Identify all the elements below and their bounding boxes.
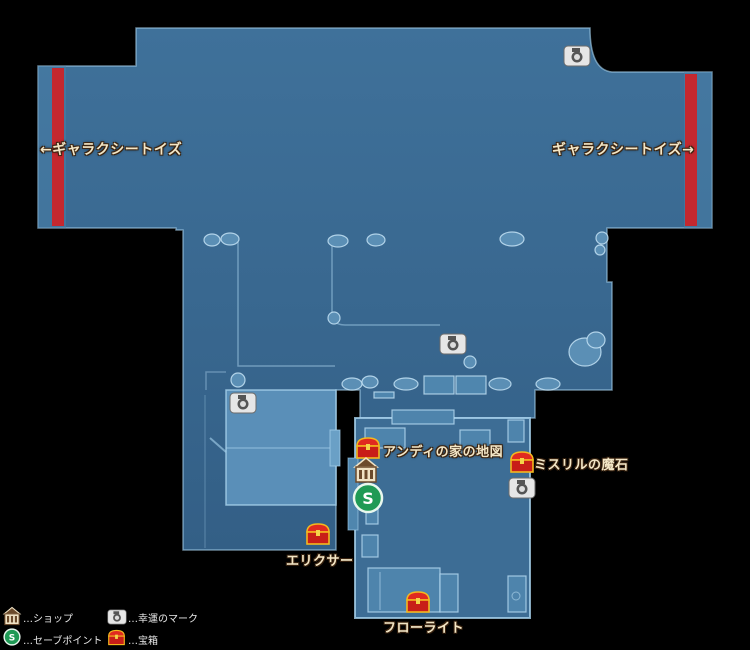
- elixir-label: エリクサー: [286, 554, 354, 569]
- save-point-icon: S: [3, 628, 21, 646]
- camera-icon[interactable]: [229, 392, 257, 414]
- camera-icon[interactable]: [508, 477, 536, 499]
- shop-icon[interactable]: [352, 456, 380, 484]
- treasure-chest-icon[interactable]: [509, 450, 535, 474]
- main-hall-floor: [37, 27, 713, 551]
- legend-shop: …ショップ: [23, 614, 73, 625]
- shrubbery: [203, 231, 609, 391]
- shop-icon: [2, 606, 22, 626]
- legend-save-point: …セーブポイント: [23, 636, 103, 647]
- treasure-chest-icon[interactable]: [405, 590, 431, 614]
- legend-chest: …宝箱: [128, 636, 158, 647]
- save-point-letter: S: [362, 489, 374, 508]
- flowlight-label: フローライト: [383, 621, 465, 636]
- treasure-chest-icon: [108, 629, 125, 646]
- mythril-rock-label: ミスリルの魔石: [534, 458, 629, 473]
- save-point-icon[interactable]: S: [352, 482, 384, 514]
- camera-icon[interactable]: [439, 333, 467, 355]
- treasure-chest-icon[interactable]: [355, 436, 381, 460]
- exit-right-bar[interactable]: [685, 74, 697, 226]
- save-point-letter: S: [9, 633, 15, 643]
- legend-lucky-mark: …幸運のマーク: [128, 614, 198, 625]
- andy-map-label: アンディの家の地図: [383, 445, 504, 460]
- exit-right-label[interactable]: ギャラクシートイズ→: [552, 142, 695, 158]
- camera-icon[interactable]: [563, 45, 591, 67]
- exit-left-label[interactable]: ←ギャラクシートイズ: [40, 142, 183, 158]
- camera-icon: [107, 609, 127, 625]
- exit-left-bar[interactable]: [52, 68, 64, 226]
- treasure-chest-icon[interactable]: [305, 522, 331, 546]
